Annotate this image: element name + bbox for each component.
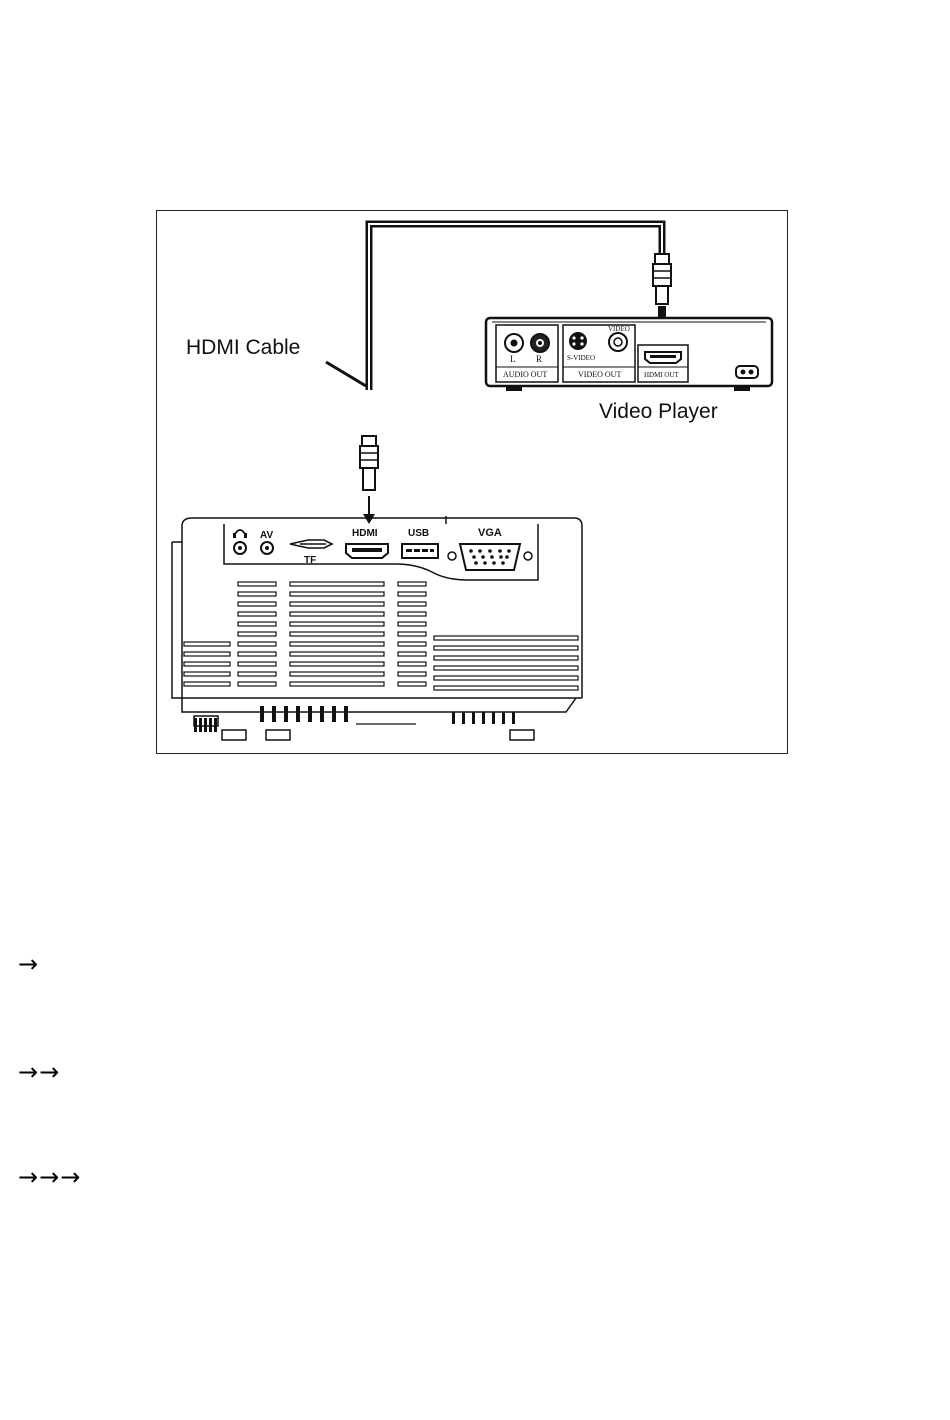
- bullet-arrows-1: →: [18, 950, 39, 978]
- av-jack: [261, 542, 273, 554]
- vga-port-label: VGA: [478, 527, 502, 539]
- hdmi-connection-diagram: HDMI Cable L R AUDIO OUT VIDEO S-VIDEO V…: [156, 210, 788, 754]
- bullet-arrows-2: →→: [18, 1058, 60, 1086]
- audio-right-label: R: [536, 354, 542, 364]
- audio-left-label: L: [510, 354, 516, 364]
- av-port-label: AV: [260, 530, 273, 541]
- video-label: VIDEO: [608, 325, 630, 333]
- video-jack: [609, 333, 627, 351]
- hdmi-out-label: HDMI OUT: [644, 371, 680, 379]
- power-socket: [736, 366, 758, 378]
- bullet-arrows-3: →→→: [18, 1163, 81, 1191]
- usb-port-label: USB: [408, 528, 429, 539]
- hdmi-port-label: HDMI: [352, 528, 378, 539]
- audio-out-label: AUDIO OUT: [503, 370, 547, 379]
- device-label: Video Player: [599, 400, 718, 423]
- cable-label: HDMI Cable: [186, 336, 300, 359]
- usb-port: [402, 544, 438, 558]
- video-player: L R AUDIO OUT VIDEO S-VIDEO VIDEO OUT HD…: [486, 318, 772, 391]
- hdmi-connector-top: [653, 254, 671, 304]
- tf-port-label: TF: [304, 555, 316, 566]
- s-video-port: [569, 332, 587, 350]
- s-video-label: S-VIDEO: [567, 354, 595, 362]
- video-out-label: VIDEO OUT: [578, 370, 621, 379]
- hdmi-connector-bottom: [360, 436, 378, 490]
